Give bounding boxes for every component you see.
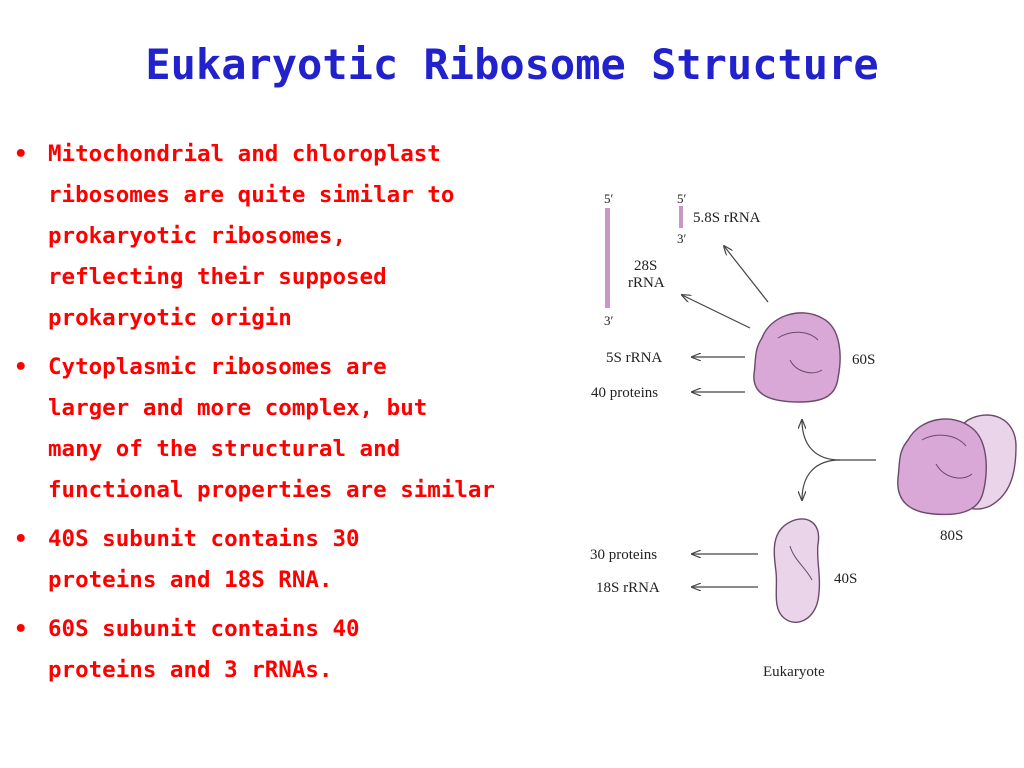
label-30-proteins: 30 proteins: [590, 547, 657, 563]
arrow-to-58s: [724, 246, 769, 303]
arrow-to-28s: [682, 295, 751, 329]
ribosome-80s-fold: [921, 434, 967, 447]
label-28s-five-prime: 5′: [604, 191, 614, 206]
subunit-60s-fold: [789, 359, 823, 374]
label-60s: 60S: [852, 352, 875, 368]
rrna-58s-bar: [679, 206, 683, 228]
label-58s-five-prime: 5′: [677, 191, 687, 206]
arrow-to-40s: [802, 459, 841, 500]
subunit-40s-shape: [773, 518, 821, 623]
ribosome-80s-large-shape: [897, 418, 987, 516]
bullet-item: • 60S subunit contains 40 proteins and 3…: [14, 609, 604, 691]
bullet-text: Cytoplasmic ribosomes are larger and mor…: [48, 354, 496, 503]
label-28s-three-prime: 3′: [604, 313, 614, 328]
bullet-text: 40S subunit contains 30 proteins and 18S…: [48, 526, 360, 593]
subunit-60s-fold: [777, 331, 819, 341]
bullet-dot: •: [14, 354, 28, 380]
label-58s-rrna: 5.8S rRNA: [693, 210, 761, 226]
label-28s-line2: rRNA: [628, 275, 665, 291]
bullet-item: • Cytoplasmic ribosomes are larger and m…: [14, 347, 604, 511]
label-40-proteins: 40 proteins: [591, 385, 658, 401]
label-28s-line1: 28S: [634, 258, 657, 274]
arrow-to-60s: [802, 420, 876, 461]
label-80s: 80S: [940, 528, 963, 544]
diagram-caption: Eukaryote: [763, 664, 825, 680]
bullet-item: • 40S subunit contains 30 proteins and 1…: [14, 519, 604, 601]
label-5s-rrna: 5S rRNA: [606, 350, 662, 366]
bullet-dot: •: [14, 141, 28, 167]
bullet-dot: •: [14, 526, 28, 552]
bullet-dot: •: [14, 616, 28, 642]
label-40s: 40S: [834, 571, 857, 587]
bullet-text: Mitochondrial and chloroplast ribosomes …: [48, 141, 455, 331]
label-18s-rrna: 18S rRNA: [596, 580, 660, 596]
ribosome-80s-fold: [935, 463, 973, 479]
rrna-28s-bar: [605, 208, 610, 308]
subunit-60s-shape: [753, 312, 841, 403]
bullet-item: • Mitochondrial and chloroplast ribosome…: [14, 134, 604, 339]
bullet-list: • Mitochondrial and chloroplast ribosome…: [14, 134, 604, 699]
label-58s-three-prime: 3′: [677, 231, 687, 246]
slide-title: Eukaryotic Ribosome Structure: [145, 40, 879, 89]
subunit-40s-fold: [789, 545, 813, 581]
bullet-text: 60S subunit contains 40 proteins and 3 r…: [48, 616, 360, 683]
